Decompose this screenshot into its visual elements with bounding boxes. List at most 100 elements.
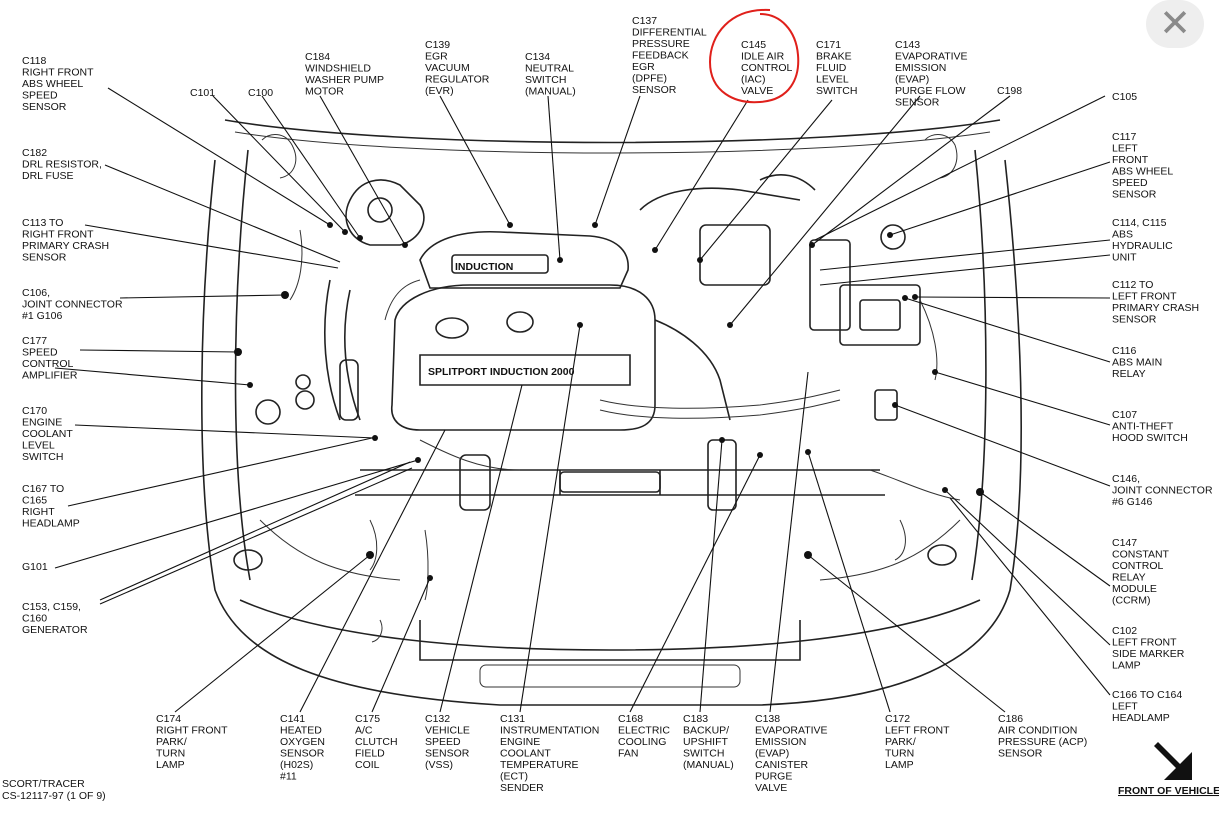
label-c167-line: RIGHT — [22, 506, 55, 518]
label-c153-line: GENERATOR — [22, 624, 88, 636]
label-c106-line: #1 G106 — [22, 310, 62, 322]
label-c131-line: COOLANT — [500, 748, 551, 760]
label-c183-line: SWITCH — [683, 748, 724, 760]
label-c186-line: C186 — [998, 713, 1023, 725]
label-c183-line: UPSHIFT — [683, 736, 729, 748]
front-of-vehicle-label: FRONT OF VEHICLE — [1118, 785, 1219, 797]
label-c147-line: RELAY — [1112, 572, 1146, 584]
label-c143-line: PURGE FLOW — [895, 85, 966, 97]
label-c134-line: NEUTRAL — [525, 63, 574, 75]
label-c145-line: (IAC) — [741, 74, 766, 86]
label-c183-line: (MANUAL) — [683, 759, 734, 771]
label-c167-line: C165 — [22, 495, 47, 507]
label-c139-line: C139 — [425, 39, 450, 51]
label-c101-line: C101 — [190, 87, 215, 99]
label-c184-line: C184 — [305, 51, 330, 63]
label-c184-line: WASHER PUMP — [305, 74, 384, 86]
label-c198: C198 — [997, 85, 1022, 97]
label-c177-line: CONTROL — [22, 358, 73, 370]
label-c172-line: LAMP — [885, 759, 914, 771]
label-c166-line: C166 TO C164 — [1112, 689, 1182, 701]
label-c153-line: C160 — [22, 613, 47, 625]
label-c175-line: COIL — [355, 759, 380, 771]
label-c170-line: ENGINE — [22, 417, 62, 429]
label-c102-line: C102 — [1112, 625, 1137, 637]
label-c112-line: LEFT FRONT — [1112, 291, 1177, 303]
label-c172-line: PARK/ — [885, 736, 916, 748]
label-c118-line: RIGHT FRONT — [22, 67, 94, 79]
label-c143-line: (EVAP) — [895, 74, 929, 86]
label-c131-line: SENDER — [500, 782, 544, 794]
label-c175-line: CLUTCH — [355, 736, 398, 748]
label-c175-line: A/C — [355, 725, 373, 737]
label-c114-line: C114, C115 — [1112, 217, 1167, 229]
label-c112-line: C112 TO — [1112, 279, 1153, 291]
label-c131-line: (ECT) — [500, 771, 528, 783]
label-c168-line: C168 — [618, 713, 643, 725]
label-c113-line: SENSOR — [22, 252, 67, 264]
label-c170-line: COOLANT — [22, 428, 73, 440]
label-c168-line: FAN — [618, 748, 638, 760]
label-c141-line: C141 — [280, 713, 305, 725]
label-c106: C106,JOINT CONNECTOR#1 G106 — [22, 287, 123, 322]
label-c138-line: PURGE — [755, 771, 792, 783]
label-c186-line: AIR CONDITION — [998, 725, 1077, 737]
label-c113-line: RIGHT FRONT — [22, 229, 94, 241]
label-c186-line: PRESSURE (ACP) — [998, 736, 1087, 748]
label-c175-line: FIELD — [355, 748, 385, 760]
label-c137-line: C137 — [632, 15, 657, 27]
label-c145-line: VALVE — [741, 85, 773, 97]
label-c171-line: C171 — [816, 39, 841, 51]
label-c174-line: LAMP — [156, 759, 185, 771]
label-c198-line: C198 — [997, 85, 1022, 97]
label-c174-line: RIGHT FRONT — [156, 725, 228, 737]
label-g101: G101 — [22, 561, 48, 573]
connector-markers — [234, 222, 984, 581]
label-c166-line: LEFT — [1112, 701, 1138, 713]
label-c182-line: C182 — [22, 147, 47, 159]
engine-compartment-art — [201, 119, 1022, 706]
label-c102-line: LEFT FRONT — [1112, 637, 1177, 649]
label-c117-line: LEFT — [1112, 143, 1138, 155]
label-c147-line: (CCRM) — [1112, 595, 1151, 607]
label-c141-line: (H02S) — [280, 759, 313, 771]
label-c102-line: LAMP — [1112, 660, 1141, 672]
label-c147-line: CONSTANT — [1112, 549, 1170, 561]
label-c117-line: ABS WHEEL — [1112, 166, 1173, 178]
close-button[interactable]: ✕ — [1146, 0, 1204, 48]
label-c107-line: C107 — [1112, 409, 1137, 421]
label-c117-line: SENSOR — [1112, 189, 1157, 201]
label-c131-line: C131 — [500, 713, 525, 725]
label-c143-line: SENSOR — [895, 97, 940, 109]
label-c146-line: #6 G146 — [1112, 496, 1152, 508]
label-c183-line: BACKUP/ — [683, 725, 729, 737]
label-c131: C131INSTRUMENTATIONENGINECOOLANTTEMPERAT… — [500, 713, 599, 794]
label-c168-line: ELECTRIC — [618, 725, 670, 737]
label-c177-line: SPEED — [22, 347, 58, 359]
label-c147-line: MODULE — [1112, 583, 1157, 595]
label-c116-line: ABS MAIN — [1112, 357, 1162, 369]
label-c143-line: EMISSION — [895, 62, 946, 74]
label-c175-line: C175 — [355, 713, 380, 725]
label-c167-line: HEADLAMP — [22, 518, 80, 530]
label-c147-line: C147 — [1112, 537, 1137, 549]
label-c118-line: ABS WHEEL — [22, 78, 83, 90]
front-arrow-icon — [1154, 742, 1192, 780]
label-c139-line: (EVR) — [425, 85, 454, 97]
footer-figure-id: CS-12117-97 (1 OF 9) — [2, 790, 106, 802]
label-c138: C138EVAPORATIVEEMISSION(EVAP)CANISTERPUR… — [755, 713, 828, 794]
label-c153-line: C153, C159, — [22, 601, 81, 613]
